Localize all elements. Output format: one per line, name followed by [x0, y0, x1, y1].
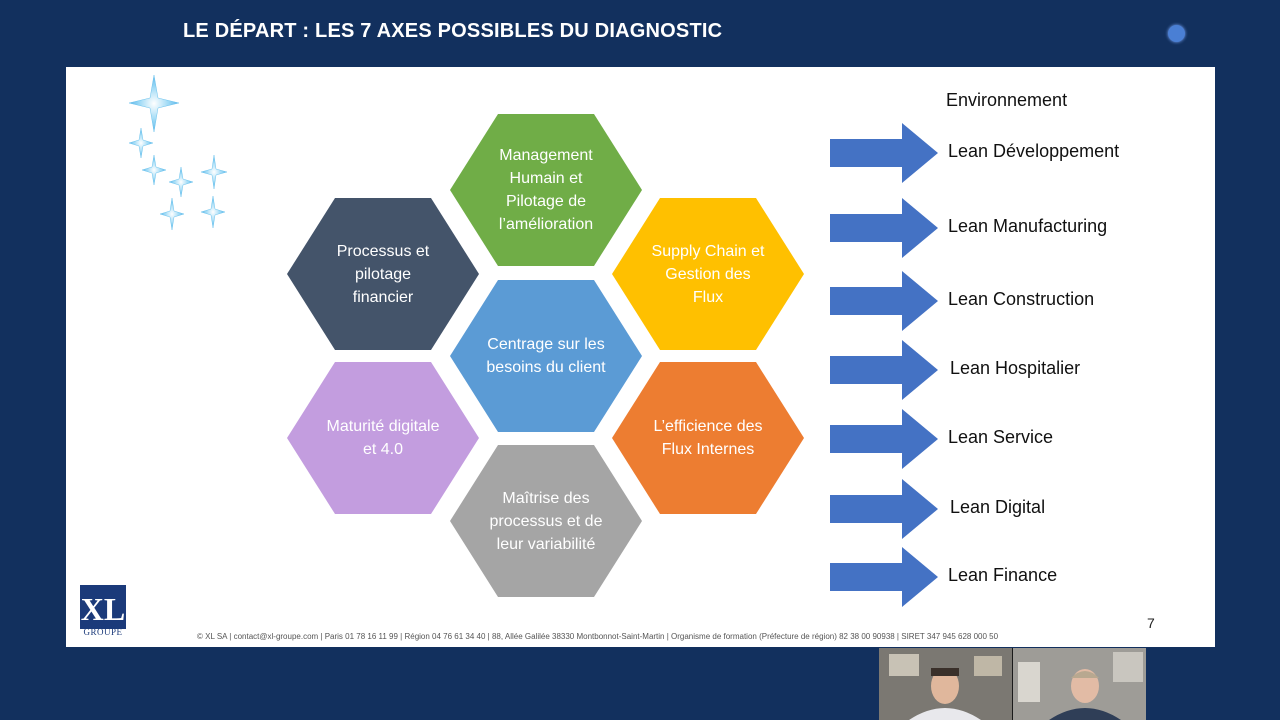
arrow-right-icon — [830, 271, 938, 331]
hexagon-label: Management Humain et Pilotage de l’améli… — [498, 147, 594, 233]
arrow-right-icon — [830, 340, 938, 400]
lean-item-label: Lean Hospitalier — [950, 358, 1081, 378]
hexagon-label: L’efficience des Flux Internes — [653, 418, 763, 458]
environment-label: Environnement — [946, 90, 1068, 110]
lean-row: Lean Service — [830, 409, 1210, 469]
arrow-right-icon — [830, 123, 938, 183]
svg-text:XL: XL — [81, 591, 125, 627]
lean-row: Lean Manufacturing — [830, 198, 1210, 258]
sparkles-decoration — [128, 74, 228, 231]
slide-canvas: Management Humain et Pilotage de l’améli… — [66, 67, 1215, 647]
video-participants-strip — [879, 648, 1146, 720]
arrow-right-icon — [830, 479, 938, 539]
participant-video-tile[interactable] — [1013, 648, 1146, 720]
arrow-right-icon — [830, 198, 938, 258]
hexagon-centrage-client: Centrage sur les besoins du client — [450, 280, 642, 432]
hexagon-processus-pilotage: Processus et pilotage financier — [287, 198, 479, 350]
lean-item-label: Lean Développement — [948, 141, 1120, 161]
hexagon-label: Maturité digitale et 4.0 — [326, 418, 440, 458]
lean-item-label: Lean Construction — [948, 289, 1095, 309]
lean-row: Lean Digital — [830, 479, 1210, 539]
record-indicator-dot[interactable] — [1168, 25, 1185, 42]
logo-subtitle: GROUPE — [83, 627, 123, 637]
header-title: LE DÉPART : LES 7 AXES POSSIBLES DU DIAG… — [183, 20, 723, 42]
participant-avatar-icon — [1013, 648, 1146, 720]
lean-item-label: Lean Digital — [950, 497, 1046, 517]
slide-footer: © XL SA | contact@xl-groupe.com | Paris … — [197, 632, 999, 641]
hexagon-management-humain: Management Humain et Pilotage de l’améli… — [450, 114, 642, 266]
lean-row: Lean Hospitalier — [830, 340, 1210, 400]
xl-groupe-logo: XL — [80, 585, 126, 629]
lean-item-label: Lean Service — [948, 427, 1054, 447]
hexagon-label: Supply Chain et Gestion des Flux — [651, 242, 765, 306]
hexagon-efficience-flux: L’efficience des Flux Internes — [612, 362, 804, 514]
lean-row: Lean Développement — [830, 123, 1210, 183]
hexagon-label: Centrage sur les besoins du client — [486, 336, 606, 376]
participant-avatar-icon — [879, 648, 1012, 720]
hexagon-maturite-digitale: Maturité digitale et 4.0 — [287, 362, 479, 514]
lean-row: Lean Construction — [830, 271, 1210, 331]
hexagon-maitrise-processus: Maîtrise des processus et de leur variab… — [450, 445, 642, 597]
lean-item-label: Lean Finance — [948, 565, 1058, 585]
participant-video-tile[interactable] — [879, 648, 1012, 720]
lean-item-label: Lean Manufacturing — [948, 216, 1108, 236]
hexagon-supply-chain: Supply Chain et Gestion des Flux — [612, 198, 804, 350]
hexagon-label: Processus et pilotage financier — [336, 242, 430, 306]
hexagon-label: Maîtrise des processus et de leur variab… — [489, 489, 603, 553]
arrow-right-icon — [830, 547, 938, 607]
page-number: 7 — [1147, 615, 1155, 631]
lean-row: Lean Finance — [830, 547, 1210, 607]
arrow-right-icon — [830, 409, 938, 469]
